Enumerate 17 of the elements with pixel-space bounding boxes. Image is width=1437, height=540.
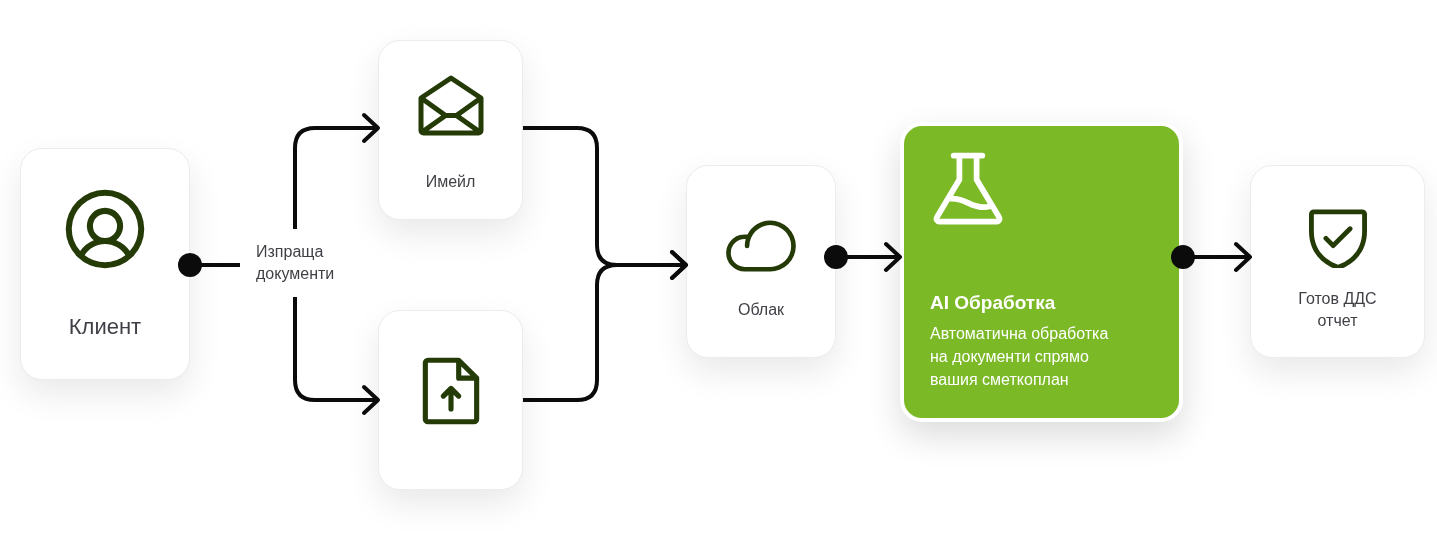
node-title: AI Обработка	[930, 291, 1056, 315]
node-description: Автоматична обработка на документи спрямо вашия сметкоплан	[930, 324, 1110, 390]
node-label: Облак	[737, 300, 785, 320]
node-label: Имейл	[425, 172, 476, 192]
connector-arrow	[293, 297, 380, 415]
step-card	[378, 40, 523, 220]
step-card	[686, 165, 836, 358]
connector-arrow	[824, 242, 902, 272]
connector-arrow	[293, 113, 380, 229]
node-label: Клиент	[68, 313, 142, 341]
connector-arrow	[523, 250, 688, 402]
step-card	[1250, 165, 1425, 358]
step-card	[378, 310, 523, 490]
step-label: Изпраща документи	[240, 229, 358, 297]
connector-arrow	[1171, 242, 1252, 272]
node-label: Готов ДДС отчет	[1297, 289, 1378, 331]
step-card	[20, 148, 190, 380]
